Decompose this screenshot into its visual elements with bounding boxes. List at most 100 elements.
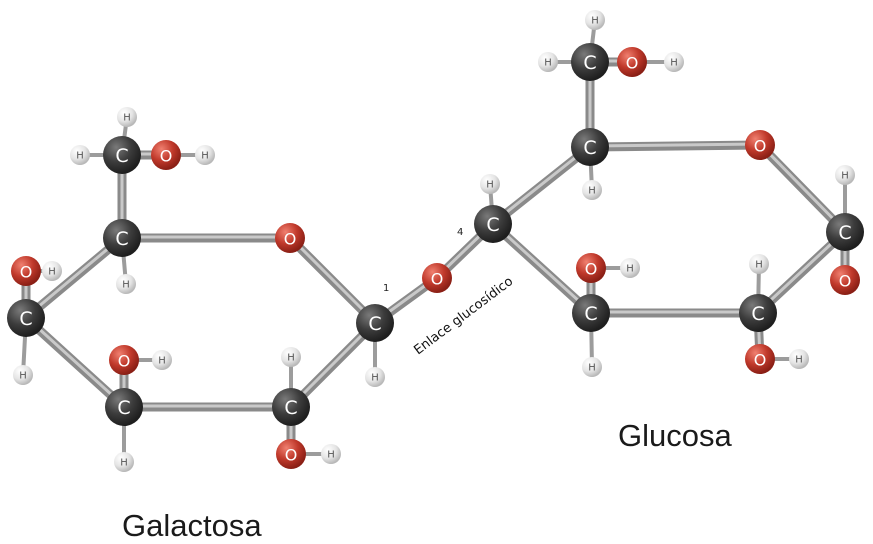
carbon-atom: C [103, 136, 141, 174]
carbon-symbol: C [583, 52, 596, 74]
bond-highlight [756, 229, 847, 314]
bond-highlight [491, 221, 593, 314]
oxygen-symbol: O [285, 446, 298, 465]
hydrogen-atom: H [789, 349, 809, 369]
hydrogen-symbol: H [486, 180, 494, 191]
carbon-sphere [571, 43, 609, 81]
hydrogen-atom: H [195, 145, 215, 165]
bond-highlight [24, 235, 124, 319]
hydrogen-atom: H [321, 444, 341, 464]
hydrogen-atom: H [664, 52, 684, 72]
hydrogen-atom: H [117, 107, 137, 127]
carbon-symbol: C [368, 313, 381, 335]
hydrogen-sphere [749, 254, 769, 274]
hydrogen-symbol: H [287, 353, 295, 364]
hydrogen-sphere [117, 107, 137, 127]
labels-layer: 1 4 Enlace glucosídico [383, 227, 516, 358]
oxygen-symbol: O [754, 351, 767, 370]
hydrogen-symbol: H [371, 373, 379, 384]
hydrogen-symbol: H [591, 16, 599, 27]
carbon-atom: C [105, 388, 143, 426]
hydrogen-symbol: H [201, 151, 209, 162]
oxygen-sphere [576, 253, 606, 283]
carbon-atom: C [474, 205, 512, 243]
carbon-sphere [571, 128, 609, 166]
hydrogen-atom: H [480, 174, 500, 194]
hydrogen-sphere [42, 261, 62, 281]
hydrogen-symbol: H [48, 267, 56, 278]
carbon-atom: C [571, 43, 609, 81]
hydrogen-symbol: H [626, 264, 634, 275]
carbon-symbol: C [751, 303, 764, 325]
oxygen-sphere [151, 140, 181, 170]
hydrogen-sphere [835, 165, 855, 185]
hydrogen-symbol: H [588, 363, 596, 374]
hydrogen-symbol: H [841, 171, 849, 182]
oxygen-atom: O [745, 344, 775, 374]
bond-highlight [758, 142, 847, 233]
hydrogen-sphere [13, 365, 33, 385]
hydrogen-atom: H [42, 261, 62, 281]
carbon-symbol: C [583, 137, 596, 159]
oxygen-sphere [109, 345, 139, 375]
oxygen-atom: O [276, 439, 306, 469]
hydrogen-symbol: H [755, 260, 763, 271]
oxygen-sphere [745, 130, 775, 160]
oxygen-sphere [745, 344, 775, 374]
hydrogen-atom: H [152, 350, 172, 370]
hydrogen-atom: H [835, 165, 855, 185]
hydrogen-atom: H [585, 10, 605, 30]
hydrogen-atom: H [582, 357, 602, 377]
hydrogen-symbol: H [670, 58, 678, 69]
hydrogen-symbol: H [19, 371, 27, 382]
oxygen-symbol: O [284, 230, 297, 249]
hydrogen-sphere [152, 350, 172, 370]
hydrogen-sphere [789, 349, 809, 369]
oxygen-symbol: O [431, 270, 444, 289]
oxygen-symbol: O [20, 263, 33, 282]
oxygen-atom: O [275, 223, 305, 253]
hydrogen-symbol: H [123, 113, 131, 124]
hydrogen-symbol: H [327, 450, 335, 461]
hydrogen-sphere [620, 258, 640, 278]
carbon-sphere [356, 304, 394, 342]
hydrogen-sphere [321, 444, 341, 464]
oxygen-symbol: O [585, 260, 598, 279]
oxygen-symbol: O [160, 147, 173, 166]
oxygen-sphere [11, 256, 41, 286]
hydrogen-sphere [365, 367, 385, 387]
hydrogen-sphere [582, 180, 602, 200]
carbon-number-4: 4 [457, 227, 463, 238]
bonds-layer [21, 18, 850, 464]
carbon-atom: C [356, 304, 394, 342]
hydrogen-symbol: H [544, 58, 552, 69]
hydrogen-symbol: H [120, 458, 128, 469]
oxygen-sphere [830, 265, 860, 295]
carbon-sphere [103, 136, 141, 174]
oxygen-sphere [422, 263, 452, 293]
bond-highlight [491, 144, 592, 225]
carbon-sphere [739, 294, 777, 332]
oxygen-symbol: O [118, 352, 131, 371]
carbon-symbol: C [115, 228, 128, 250]
hydrogen-sphere [480, 174, 500, 194]
oxygen-sphere [617, 47, 647, 77]
carbon-atom: C [103, 219, 141, 257]
carbon-number-1: 1 [383, 283, 389, 294]
hydrogen-symbol: H [76, 151, 84, 162]
carbon-symbol: C [584, 303, 597, 325]
hydrogen-symbol: H [795, 355, 803, 366]
hydrogen-atom: H [13, 365, 33, 385]
carbon-atom: C [571, 128, 609, 166]
hydrogen-atom: H [70, 145, 90, 165]
carbon-sphere [826, 213, 864, 251]
oxygen-atom: O [617, 47, 647, 77]
carbon-atom: C [272, 388, 310, 426]
hydrogen-sphere [114, 452, 134, 472]
carbon-sphere [474, 205, 512, 243]
carbon-atom: C [739, 294, 777, 332]
oxygen-atom: O [576, 253, 606, 283]
hydrogen-sphere [538, 52, 558, 72]
bond-highlight [289, 320, 377, 408]
